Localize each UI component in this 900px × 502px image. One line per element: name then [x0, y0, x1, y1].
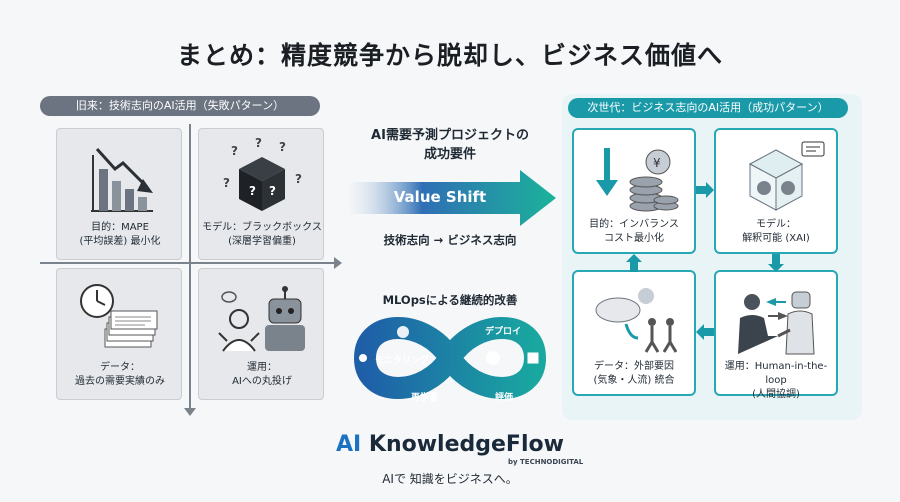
mlops-deploy: デプロイ	[485, 327, 522, 337]
next-gen-operation-label: 運用：Human-in-the-loop (人間協調)	[724, 361, 828, 400]
transparent-cube-gears-icon	[748, 141, 825, 211]
axis-arrow-down-icon	[184, 408, 196, 416]
legacy-operation-label: 運用： AIへの丸投げ	[232, 362, 292, 387]
svg-text:?: ?	[295, 172, 302, 186]
mlops-title: MLOpsによる継続的改善	[382, 293, 518, 307]
mlops-loop: モニタリング デプロイ 再学習 評価	[345, 308, 555, 408]
value-shift-label: Value Shift	[393, 188, 487, 206]
svg-text:?: ?	[249, 184, 256, 198]
flow-arrow-down-icon	[768, 254, 784, 272]
shift-caption: 技術志向 → ビジネス志向	[383, 233, 517, 247]
next-gen-data-label: データ：外部要因 (気象・人流) 統合	[593, 361, 675, 386]
axis-arrow-right-icon	[334, 257, 342, 269]
flow-arrow-right-icon	[696, 182, 714, 198]
next-gen-data: データ：外部要因 (気象・人流) 統合	[572, 270, 696, 396]
legacy-panel: 旧来：技術志向のAI活用（失敗パターン） 目的：MAPE (平均誤差) 最小化 …	[40, 96, 342, 416]
mlops-retrain: 再学習	[411, 393, 439, 403]
robot-shrug-icon	[218, 286, 305, 352]
page-title: まとめ：精度競争から脱却し、ビジネス価値へ	[176, 41, 723, 70]
black-box-icon: ? ? ? ? ? ? ?	[223, 136, 302, 211]
svg-text:?: ?	[269, 184, 276, 198]
svg-text:?: ?	[223, 176, 230, 190]
infinity-loop-icon	[353, 317, 547, 399]
legacy-quadrant-objective: 目的：MAPE (平均誤差) 最小化	[56, 128, 182, 260]
tagline: AIで 知識をビジネスへ。	[382, 472, 518, 486]
next-gen-model-label: モデル： 解釈可能 (XAI)	[742, 219, 810, 244]
value-shift-arrow: Value Shift	[350, 170, 560, 226]
vertical-axis	[189, 124, 191, 414]
mlops-monitoring: モニタリング	[375, 356, 430, 366]
svg-text:?: ?	[255, 136, 262, 150]
svg-text:?: ?	[279, 140, 286, 154]
mlops-evaluate: 評価	[495, 393, 514, 403]
svg-text:¥: ¥	[653, 156, 661, 170]
legacy-quadrant-operation: 運用： AIへの丸投げ	[198, 268, 324, 400]
legacy-header: 旧来：技術志向のAI活用（失敗パターン）	[40, 96, 320, 116]
legacy-quadrant-model: ? ? ? ? ? ? ? モデル：ブラックボックス (深層学習偏重)	[198, 128, 324, 260]
horizontal-axis	[40, 262, 336, 264]
next-gen-header: 次世代：ビジネス志向のAI活用（成功パターン）	[568, 98, 848, 118]
flow-arrow-left-icon	[696, 324, 714, 340]
flow-arrow-up-icon	[626, 254, 642, 272]
svg-text:?: ?	[231, 144, 238, 158]
legacy-objective-label: 目的：MAPE (平均誤差) 最小化	[79, 222, 161, 247]
next-gen-panel: 次世代：ビジネス志向のAI活用（成功パターン） ¥ 目的：インバランス コスト最…	[562, 94, 862, 420]
success-requirements-title: AI需要予測プロジェクトの 成功要件	[371, 128, 529, 162]
brand-logo: AI KnowledgeFlow	[336, 432, 564, 457]
clock-documents-icon	[80, 284, 158, 348]
bar-chart-down-icon	[91, 147, 153, 212]
human-robot-handshake-icon	[738, 291, 815, 355]
next-gen-model: モデル： 解釈可能 (XAI)	[714, 128, 838, 254]
next-gen-operation: 運用：Human-in-the-loop (人間協調)	[714, 270, 838, 400]
weather-people-icon	[595, 288, 678, 353]
brand-byline: by TECHNODIGITAL	[508, 458, 584, 466]
coin-stack-down-icon: ¥	[596, 148, 679, 212]
next-gen-objective-label: 目的：インバランス コスト最小化	[589, 219, 679, 244]
next-gen-objective: ¥ 目的：インバランス コスト最小化	[572, 128, 696, 254]
legacy-data-label: データ： 過去の需要実績のみ	[75, 362, 165, 387]
legacy-model-label: モデル：ブラックボックス (深層学習偏重)	[202, 222, 322, 247]
value-shift-arrow-icon	[350, 170, 556, 226]
legacy-quadrant-data: データ： 過去の需要実績のみ	[56, 268, 182, 400]
